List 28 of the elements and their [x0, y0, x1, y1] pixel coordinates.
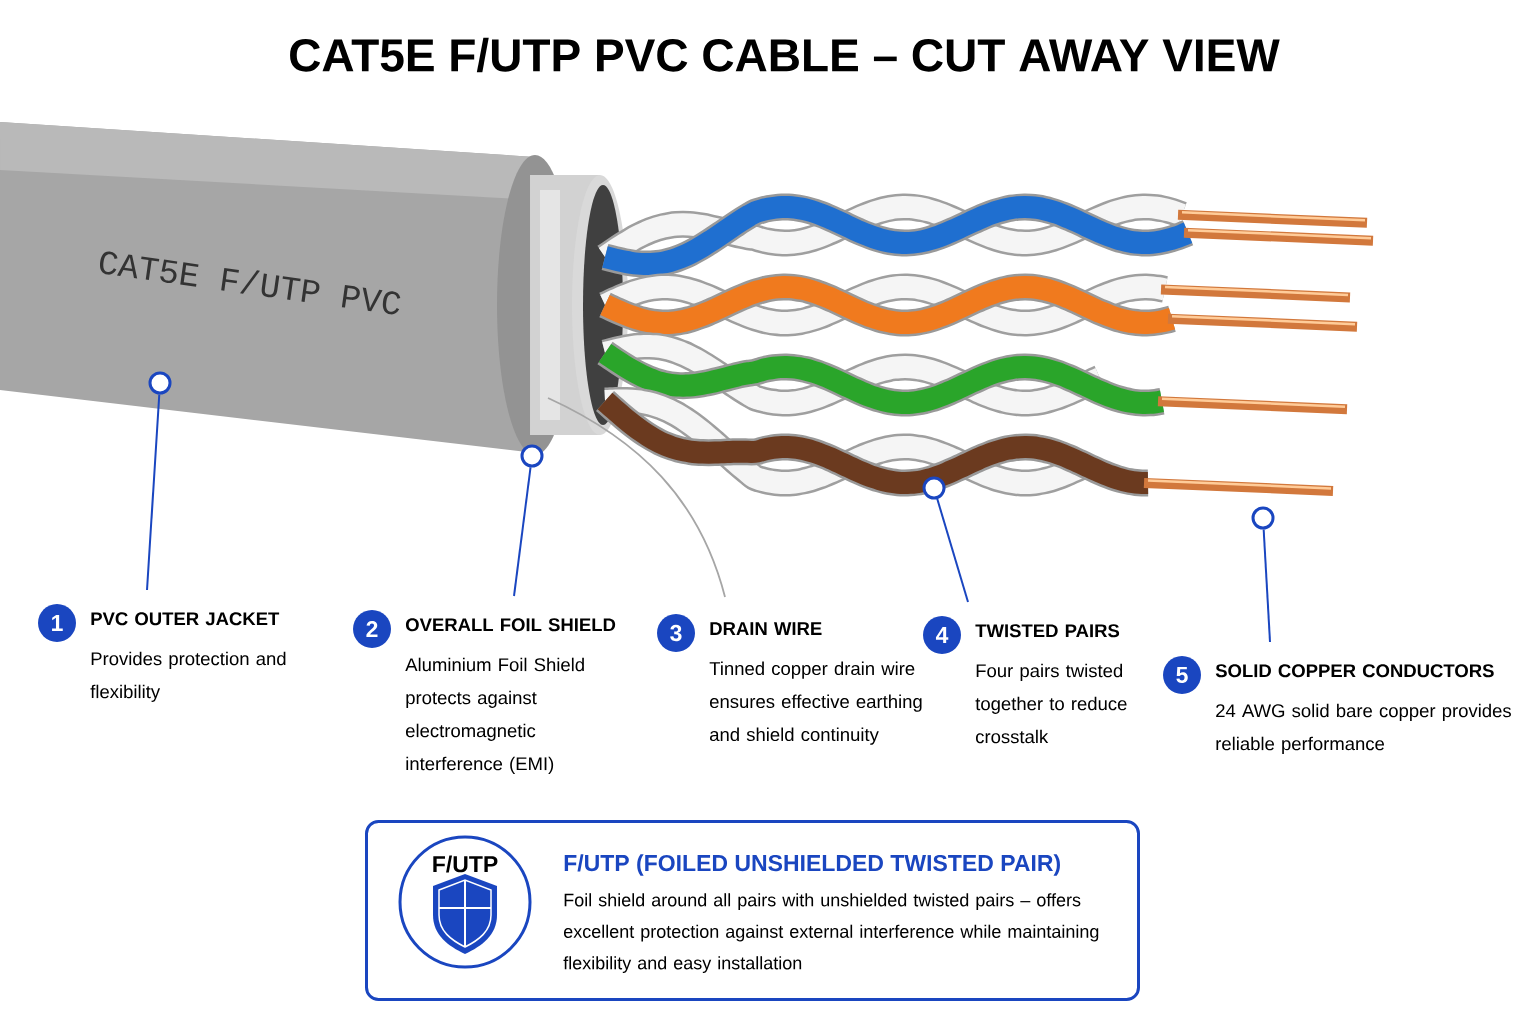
leader-line	[1262, 528, 1271, 643]
leader-line	[146, 393, 161, 591]
printed-marking: CAT5E F/UTP PVC	[100, 251, 401, 315]
callout-heading: TWISTED PAIRS	[975, 624, 1120, 638]
leader-line	[936, 498, 969, 603]
marker-dot	[1251, 506, 1275, 530]
number-badge: 3	[657, 614, 695, 652]
callout-heading: SOLID COPPER CONDUCTORS	[1215, 664, 1494, 678]
callout-description: Aluminium Foil Shield protects against electromagnetic interference (EMI)	[405, 657, 584, 774]
badge-label: F/UTP	[433, 855, 498, 873]
leader-line	[513, 466, 532, 597]
callout-description: Tinned copper drain wire ensures effective earthing and shield continuity	[709, 661, 922, 745]
number-badge: 5	[1163, 656, 1201, 694]
info-text: Foil shield around all pairs with unshielded twisted pairs – offers excellent protection against external interference while maintaining flexibility and easy installation	[563, 893, 1099, 973]
number-badge: 2	[353, 610, 391, 648]
info-heading: F/UTP (FOILED UNSHIELDED TWISTED PAIR)	[564, 854, 1060, 876]
title: CAT5E F/UTP PVC CABLE – CUT AWAY VIEW	[290, 37, 1280, 73]
marker-dot	[148, 371, 172, 395]
marker-dot	[520, 444, 544, 468]
callout-heading: OVERALL FOIL SHIELD	[405, 618, 616, 632]
marker-dot	[922, 476, 946, 500]
callout-description: 24 AWG solid bare copper provides reliable performance	[1216, 703, 1511, 754]
callout-description: Provides protection and flexibility	[90, 651, 286, 702]
callout-heading: PVC OUTER JACKET	[91, 612, 280, 626]
callout-heading: DRAIN WIRE	[710, 622, 822, 635]
number-badge: 1	[38, 604, 76, 642]
callout-description: Four pairs twisted together to reduce crosstalk	[975, 663, 1127, 744]
number-badge: 4	[923, 616, 961, 654]
